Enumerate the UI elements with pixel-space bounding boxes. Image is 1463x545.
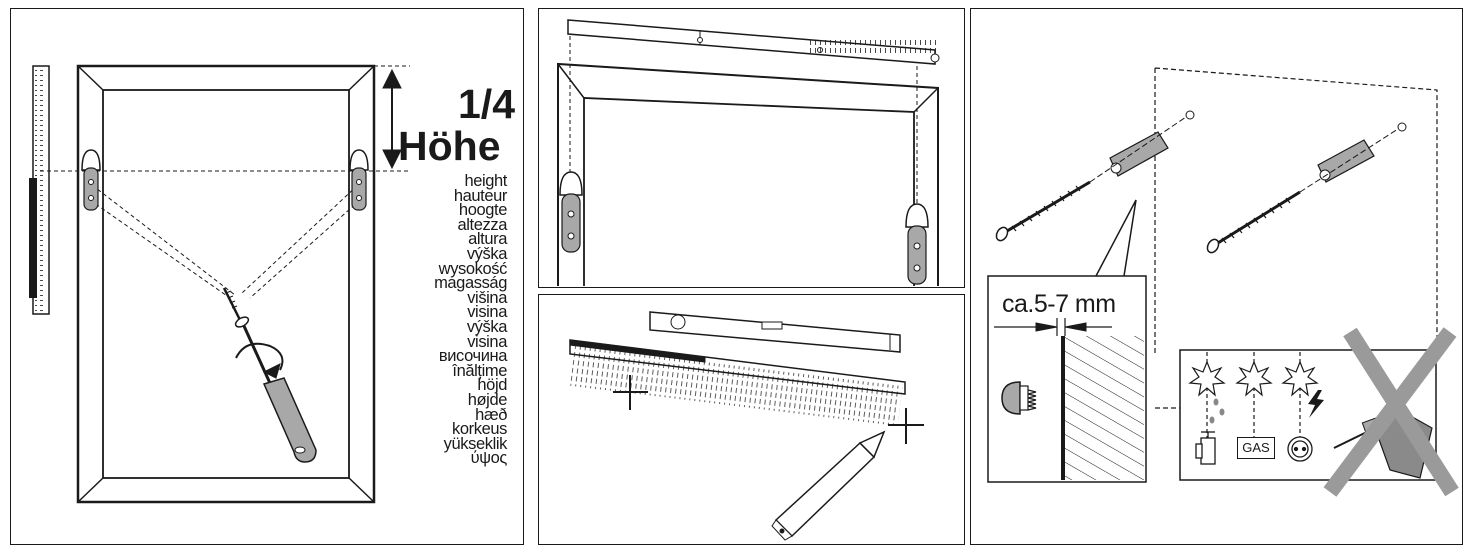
translation-item: visina [467, 332, 507, 351]
sawtooth-hanger-left [81, 149, 101, 211]
picture-frame [76, 64, 376, 504]
translation-item: magasság [434, 274, 507, 293]
height-dashed-guides [40, 65, 410, 299]
water-drops-icon [1209, 398, 1225, 424]
prohibited-cross-icon [1323, 327, 1459, 497]
burst-icon [1188, 360, 1319, 397]
translation-item: hauteur [453, 186, 508, 205]
translation-item: ύψος [470, 449, 508, 468]
detail-callout [987, 199, 1147, 483]
translation-item: hoogte [458, 201, 507, 220]
panel-measure-height [10, 8, 524, 545]
translation-item: højde [467, 390, 508, 409]
spirit-level [649, 311, 901, 353]
sawtooth-hanger-p2-right [905, 203, 929, 285]
sawtooth-hanger-p2-left [559, 171, 583, 253]
cross-mark-right [888, 408, 924, 444]
translation-item: височина [438, 347, 508, 366]
water-pipe-icon [1195, 431, 1216, 465]
folding-ruler-level [569, 339, 906, 426]
socket-icon [1287, 436, 1313, 462]
ruler-to-hanger-guides [569, 36, 918, 206]
tape-measure-vertical [29, 65, 50, 315]
screw-icon [222, 287, 250, 328]
translation-item: výška [466, 244, 508, 263]
translation-item: înălțime [452, 361, 507, 380]
translation-item: altezza [457, 215, 508, 234]
translation-item: višina [467, 288, 507, 307]
wood-screw-left [995, 180, 1091, 242]
wall-plug-right [1299, 122, 1407, 193]
double-arrow-icon [382, 68, 402, 170]
translation-item: wysokość [438, 259, 508, 278]
folding-ruler-top [567, 19, 940, 65]
translation-item: hæð [475, 405, 507, 424]
panel-wall-mounting [970, 8, 1463, 545]
gas-label: GAS [1237, 437, 1275, 459]
translation-item: höjd [477, 376, 507, 395]
translation-item: korkeus [452, 420, 507, 439]
translation-item: yükseklik [443, 434, 508, 453]
wall-plug-left [1089, 110, 1195, 183]
height-word-label: Höhe [398, 123, 501, 169]
screwdriver-icon [235, 325, 317, 463]
lightning-icon [1308, 390, 1324, 418]
translation-item: visina [467, 303, 507, 322]
wood-screw-right [1206, 190, 1301, 254]
translation-item: výška [466, 317, 508, 336]
wall-dashed-outline [1154, 67, 1438, 409]
translation-item: height [464, 172, 507, 190]
panel-level-marking [538, 294, 965, 545]
pencil-icon [771, 430, 886, 541]
sawtooth-hanger-right [349, 149, 369, 211]
frame-top-corner [557, 62, 939, 286]
gap-dimension-label: ca.5-7 mm [1002, 290, 1116, 318]
translation-item: altura [468, 230, 507, 249]
cross-mark-left [613, 375, 648, 410]
panel-ruler-hangers [538, 8, 965, 288]
fraction-label: 1/4 [458, 81, 515, 127]
